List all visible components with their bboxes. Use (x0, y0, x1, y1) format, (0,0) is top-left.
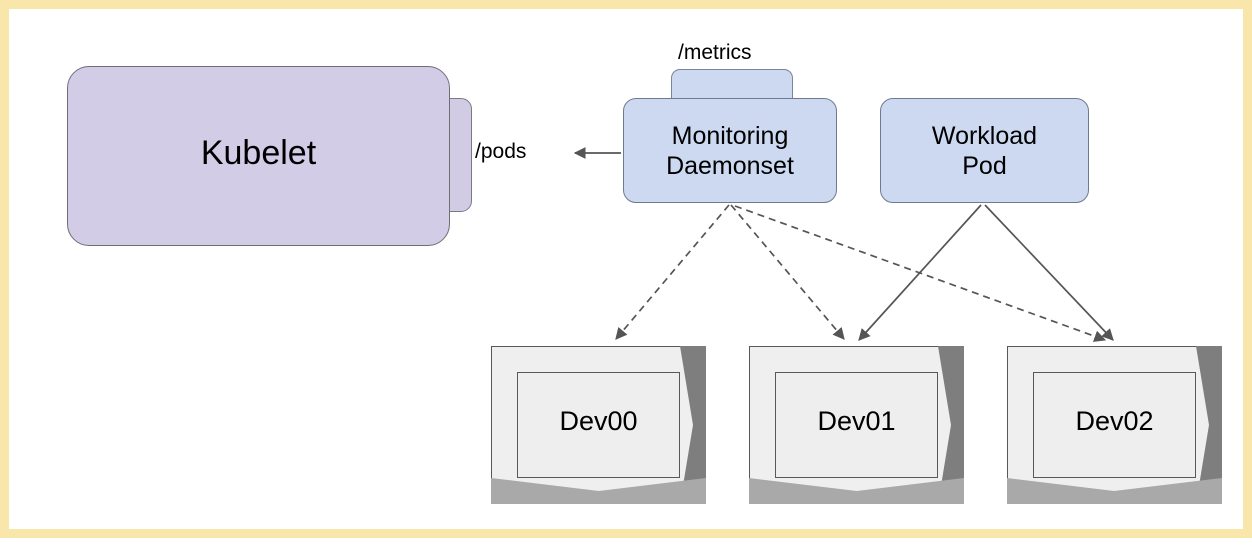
node-monitoring-daemonset-label: Monitoring Daemonset (666, 122, 794, 180)
node-dev02-label: Dev02 (1075, 406, 1154, 436)
dev01-face: Dev01 (775, 372, 938, 478)
node-dev00[interactable]: Dev00 (491, 346, 706, 504)
dev02-bevel-bottom2 (1007, 478, 1222, 504)
dev01-bevel-bottom2 (749, 478, 964, 504)
node-dev01[interactable]: Dev01 (749, 346, 964, 504)
node-monitoring-daemonset[interactable]: Monitoring Daemonset (623, 98, 837, 203)
label-metrics-endpoint: /metrics (678, 41, 752, 64)
diagram-inner: Kubelet /pods /metrics Monitoring Daemon… (9, 9, 1252, 547)
node-dev00-label: Dev00 (559, 406, 638, 436)
node-dev02[interactable]: Dev02 (1007, 346, 1222, 504)
dev00-face: Dev00 (517, 372, 680, 478)
edge-workload-to-dev01 (858, 204, 982, 341)
node-dev01-label: Dev01 (817, 406, 896, 436)
edge-daemonset-to-dev02 (734, 205, 1107, 342)
dev02-face: Dev02 (1033, 372, 1196, 478)
dev00-bevel-bottom2 (491, 478, 706, 504)
edge-daemonset-to-dev00 (615, 204, 730, 340)
dev01-bevel-right2 (938, 346, 964, 504)
node-kubelet-label: Kubelet (200, 134, 317, 172)
node-workload-pod-label: Workload Pod (931, 122, 1038, 180)
label-pods-endpoint: /pods (475, 140, 527, 163)
edge-daemonset-to-dev01 (730, 204, 845, 340)
dev02-bevel-right2 (1196, 346, 1222, 504)
node-kubelet[interactable]: Kubelet (67, 66, 450, 246)
edge-workload-to-dev02 (984, 204, 1114, 341)
dev00-bevel-right2 (680, 346, 706, 504)
node-workload-pod[interactable]: Workload Pod (880, 98, 1089, 203)
